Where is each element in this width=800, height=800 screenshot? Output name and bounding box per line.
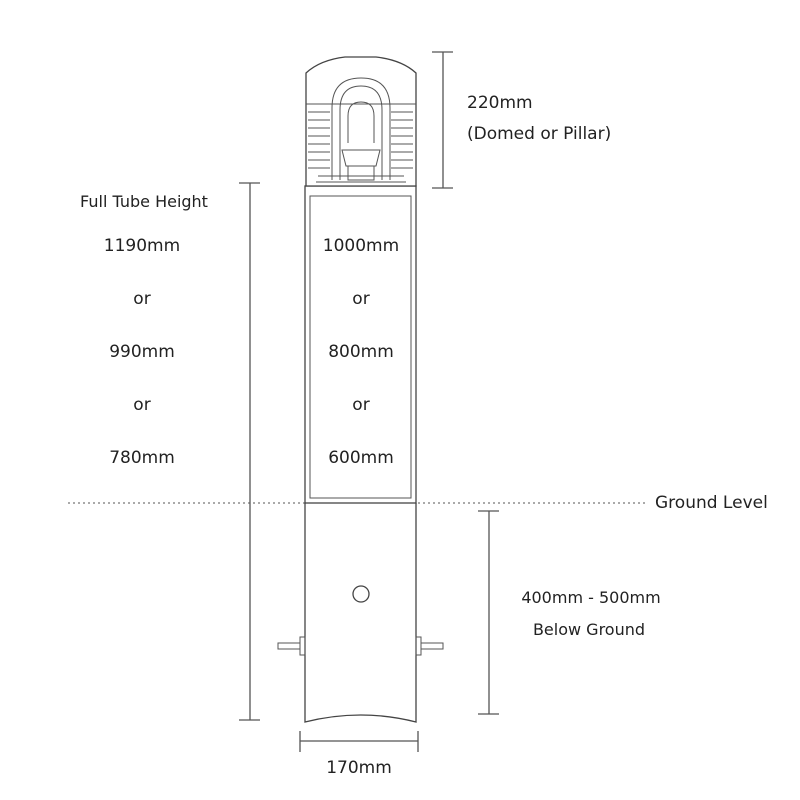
full-tube-option-3: 990mm	[109, 342, 175, 362]
head-height-note: (Domed or Pillar)	[467, 124, 611, 144]
full-tube-option-1: 1190mm	[104, 236, 180, 256]
full-tube-option-4: or	[133, 395, 150, 415]
ground-level-label: Ground Level	[655, 493, 768, 513]
head-height-value: 220mm	[467, 93, 533, 113]
full-tube-option-5: 780mm	[109, 448, 175, 468]
above-ground-option-5: 600mm	[328, 448, 394, 468]
below-ground-dimension	[478, 510, 499, 715]
width-value: 170mm	[326, 758, 392, 778]
above-ground-option-3: 800mm	[328, 342, 394, 362]
full-tube-title: Full Tube Height	[80, 192, 208, 211]
bollard-inner-sleeve	[309, 195, 412, 499]
full-tube-option-2: or	[133, 289, 150, 309]
below-ground-value: 400mm - 500mm	[521, 588, 660, 607]
fixing-hole	[352, 585, 370, 603]
anti-rotation-bar	[277, 636, 444, 656]
below-ground-note: Below Ground	[533, 620, 645, 639]
bollard-tube-lower	[304, 503, 417, 723]
above-ground-option-4: or	[352, 395, 369, 415]
width-dimension	[299, 731, 419, 752]
bollard-head	[305, 56, 417, 187]
head-height-dimension	[432, 51, 453, 189]
above-ground-option-1: 1000mm	[323, 236, 399, 256]
bollard-tube-upper	[304, 185, 417, 504]
above-ground-option-2: or	[352, 289, 369, 309]
full-tube-dimension	[239, 182, 260, 721]
